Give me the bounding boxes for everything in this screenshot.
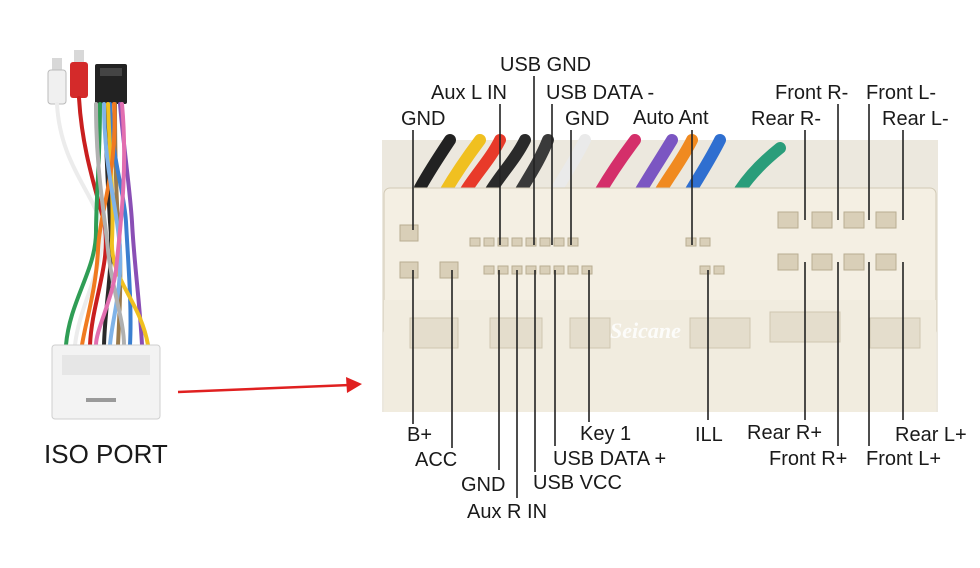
label-usb-vcc: USB VCC xyxy=(533,472,622,494)
label-usb-data-minus: USB DATA - xyxy=(546,82,654,104)
label-front-r-plus: Front R+ xyxy=(769,448,847,470)
wire-bundle xyxy=(55,96,150,347)
connector-photo: Seicane xyxy=(382,134,938,412)
label-rear-l-plus: Rear L+ xyxy=(895,424,967,446)
label-usb-data-plus: USB DATA + xyxy=(553,448,666,470)
label-front-r-minus: Front R- xyxy=(775,82,848,104)
label-usb-gnd: USB GND xyxy=(500,54,591,76)
label-aux-r-in: Aux R IN xyxy=(467,501,547,523)
label-gnd-top-mid: GND xyxy=(565,108,609,130)
leader-lines xyxy=(412,76,904,498)
label-acc: ACC xyxy=(415,449,457,471)
label-front-l-plus: Front L+ xyxy=(866,448,941,470)
brand-watermark: Seicane xyxy=(610,318,681,343)
label-rear-r-minus: Rear R- xyxy=(751,108,821,130)
harness-connector xyxy=(51,344,161,420)
label-auto-ant: Auto Ant xyxy=(633,107,709,129)
rca-plugs xyxy=(47,50,127,105)
label-front-l-minus: Front L- xyxy=(866,82,936,104)
top-pin-labels: USB GND Aux L IN USB DATA - GND GND Auto… xyxy=(401,54,949,130)
connector-pins xyxy=(399,211,897,279)
label-rear-r-plus: Rear R+ xyxy=(747,422,822,444)
bottom-pin-labels: B+ ACC GND Aux R IN USB VCC USB DATA + K… xyxy=(407,422,967,523)
pointer-arrow xyxy=(177,377,362,394)
label-rear-l-minus: Rear L- xyxy=(882,108,949,130)
label-key-1: Key 1 xyxy=(580,423,631,445)
label-ill: ILL xyxy=(695,424,723,446)
label-b-plus: B+ xyxy=(407,424,432,446)
label-aux-l-in: Aux L IN xyxy=(431,82,507,104)
label-gnd-bottom: GND xyxy=(461,474,505,496)
label-gnd-top-left: GND xyxy=(401,108,445,130)
wiring-harness-image xyxy=(47,50,161,420)
iso-port-caption: ISO PORT xyxy=(44,439,168,469)
